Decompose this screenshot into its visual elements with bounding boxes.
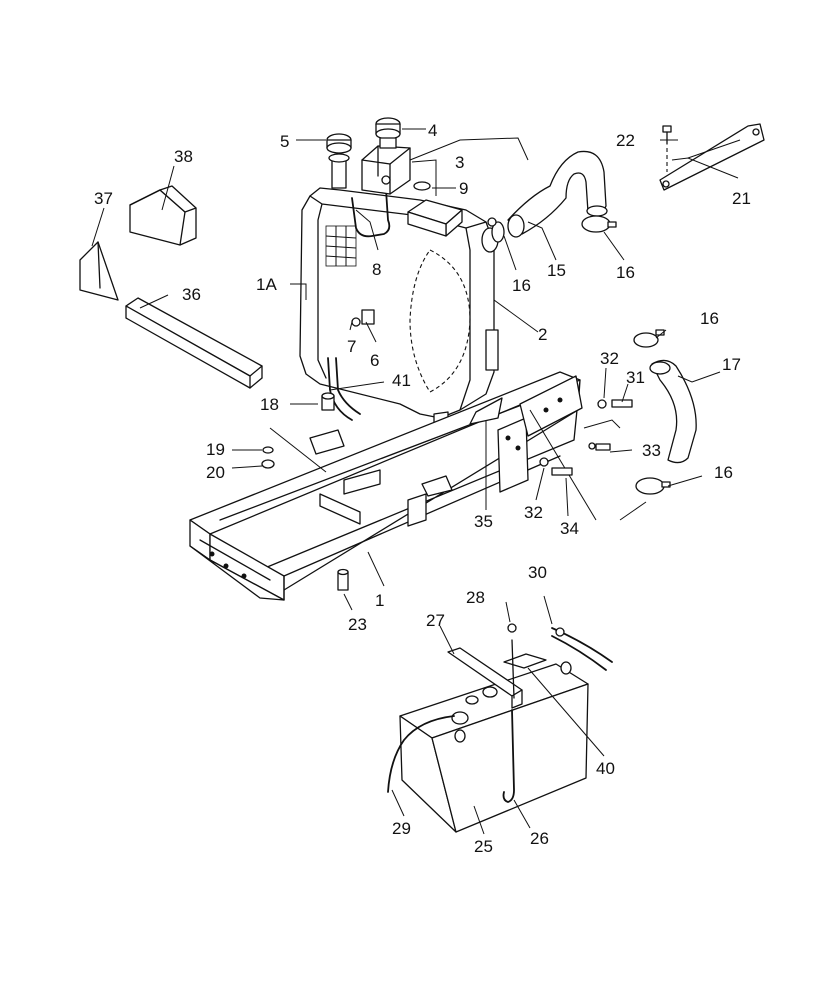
- callout-31: 31: [626, 368, 645, 387]
- part-1-frame: [189, 371, 597, 601]
- callout-17: 17: [722, 355, 741, 374]
- callout-labels: 1 1A 2 3 4 5 6 7 8 9 15 16 16 16 16 17 1…: [94, 121, 751, 856]
- part-36-strip: [125, 297, 263, 389]
- callout-26: 26: [530, 829, 549, 848]
- part-3-reservoir: [361, 117, 431, 195]
- callout-23: 23: [348, 615, 367, 634]
- callout-22: 22: [616, 131, 635, 150]
- callout-38: 38: [174, 147, 193, 166]
- callout-32-upper: 32: [600, 349, 619, 368]
- part-37-wedge: [79, 241, 119, 301]
- callout-28: 28: [466, 588, 485, 607]
- callout-16-lower: 16: [714, 463, 733, 482]
- callout-16-upper: 16: [616, 263, 635, 282]
- part-21-stay: [659, 123, 765, 191]
- callout-30: 30: [528, 563, 547, 582]
- callout-35: 35: [474, 512, 493, 531]
- callout-5: 5: [280, 132, 289, 151]
- callout-2: 2: [538, 325, 547, 344]
- tank-grid-mark: [325, 225, 357, 267]
- callout-leaders: [91, 128, 741, 835]
- hardware-bolts: [261, 399, 633, 476]
- part-17-lower-hose: [633, 329, 697, 495]
- callout-1A: 1A: [256, 275, 277, 294]
- callout-20: 20: [206, 463, 225, 482]
- callout-34: 34: [560, 519, 579, 538]
- callout-18: 18: [260, 395, 279, 414]
- callout-33: 33: [642, 441, 661, 460]
- callout-40: 40: [596, 759, 615, 778]
- callout-16-right: 16: [700, 309, 719, 328]
- callout-32-lower: 32: [524, 503, 543, 522]
- part-15-upper-hose: [487, 150, 617, 243]
- callout-25: 25: [474, 837, 493, 856]
- callout-4: 4: [428, 121, 437, 140]
- callout-21: 21: [732, 189, 751, 208]
- callout-7: 7: [347, 337, 356, 356]
- callout-6: 6: [370, 351, 379, 370]
- callout-36: 36: [182, 285, 201, 304]
- callout-27: 27: [426, 611, 445, 630]
- callout-3: 3: [455, 153, 464, 172]
- callout-9: 9: [459, 179, 468, 198]
- callout-37: 37: [94, 189, 113, 208]
- callout-16-left: 16: [512, 276, 531, 295]
- callout-41: 41: [392, 371, 411, 390]
- callout-29: 29: [392, 819, 411, 838]
- part-38-block: [129, 185, 197, 246]
- callout-1: 1: [375, 591, 384, 610]
- part-25-fuel-tank: [387, 623, 613, 833]
- callout-19: 19: [206, 440, 225, 459]
- callout-8: 8: [372, 260, 381, 279]
- callout-15: 15: [547, 261, 566, 280]
- part-1A-tank: [299, 133, 499, 429]
